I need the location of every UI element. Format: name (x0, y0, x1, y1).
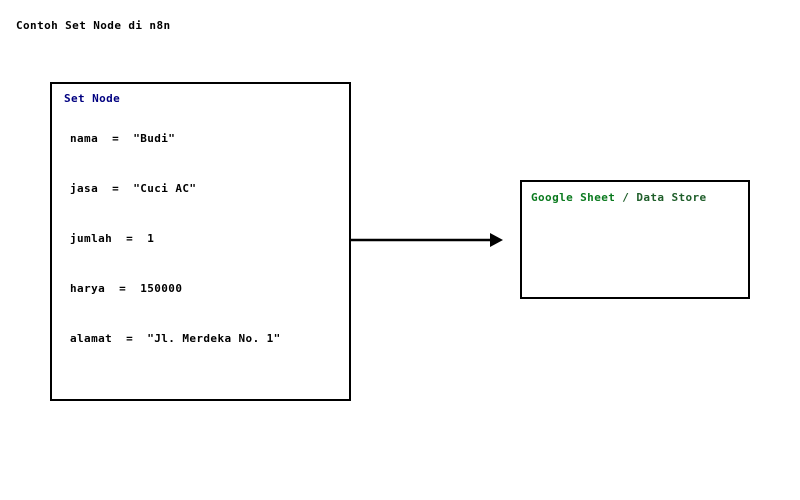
set-node-box[interactable]: Set Node nama = "Budi" jasa = "Cuci AC" … (50, 82, 351, 401)
data-store-heading: Google Sheet / Data Store (531, 191, 707, 204)
field-key: nama (70, 132, 99, 145)
field-equals: = (112, 182, 120, 195)
data-store-box[interactable]: Google Sheet / Data Store (520, 180, 750, 299)
field-equals: = (126, 232, 134, 245)
arrow-head (490, 233, 503, 247)
field-key: jumlah (70, 232, 113, 245)
field-equals: = (126, 332, 134, 345)
field-value: "Budi" (133, 132, 176, 145)
field-row-nama: nama = "Budi" (70, 132, 175, 145)
field-equals: = (112, 132, 120, 145)
data-store-heading-primary: Google Sheet (531, 191, 616, 204)
field-key: jasa (70, 182, 99, 195)
field-row-harya: harya = 150000 (70, 282, 182, 295)
field-row-jasa: jasa = "Cuci AC" (70, 182, 196, 195)
field-value: 150000 (140, 282, 183, 295)
field-value: "Jl. Merdeka No. 1" (147, 332, 281, 345)
set-node-heading: Set Node (64, 92, 121, 105)
page-title: Contoh Set Node di n8n (16, 19, 171, 32)
field-key: harya (70, 282, 106, 295)
field-value: "Cuci AC" (133, 182, 197, 195)
field-key: alamat (70, 332, 113, 345)
field-equals: = (119, 282, 127, 295)
arrow-right-icon (351, 233, 503, 247)
field-row-jumlah: jumlah = 1 (70, 232, 154, 245)
field-row-alamat: alamat = "Jl. Merdeka No. 1" (70, 332, 281, 345)
data-store-heading-separator: / (615, 191, 637, 204)
field-value: 1 (147, 232, 155, 245)
data-store-heading-secondary: Data Store (636, 191, 707, 204)
